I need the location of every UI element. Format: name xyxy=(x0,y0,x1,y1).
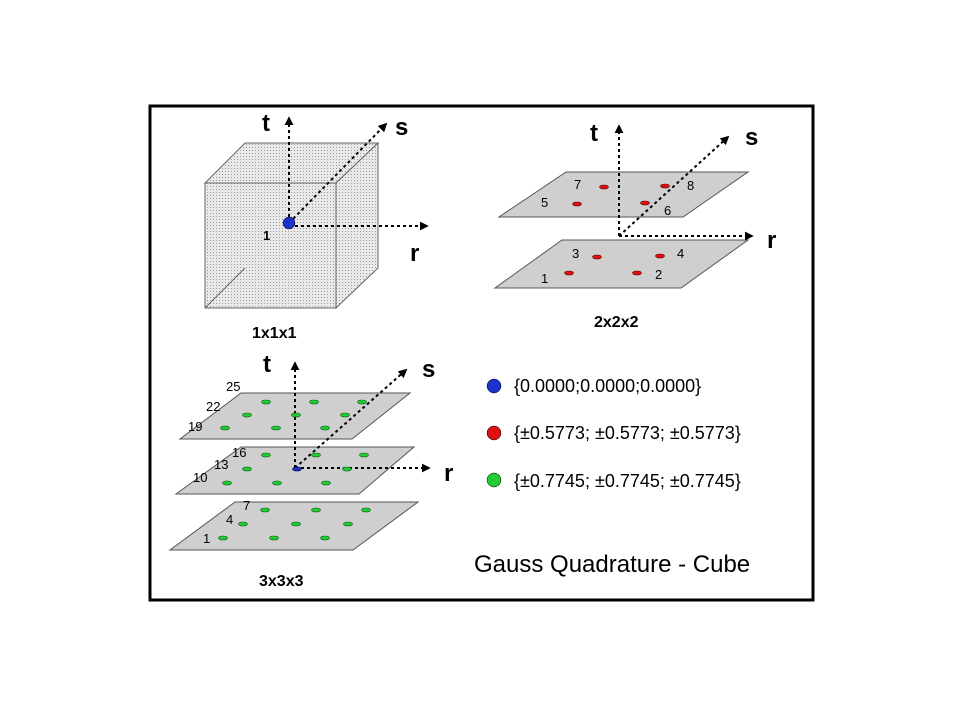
point-label-2: 2 xyxy=(655,267,662,282)
gauss-point xyxy=(272,480,282,486)
point-label-19: 19 xyxy=(188,419,202,434)
s-axis-label: s xyxy=(745,124,758,151)
s-axis-arrow xyxy=(288,122,388,224)
point-label-13: 13 xyxy=(214,457,228,472)
gauss-point xyxy=(222,480,232,486)
r-axis-label: r xyxy=(444,460,453,487)
gauss-point-3 xyxy=(592,254,602,260)
gauss-point-1 xyxy=(564,270,574,276)
gauss-point-2 xyxy=(632,270,642,276)
legend: {0.0000;0.0000;0.0000} {±0.5773; ±0.5773… xyxy=(486,376,741,491)
legend-swatch-red xyxy=(486,425,502,441)
gauss-point-4 xyxy=(655,253,665,259)
gauss-point xyxy=(342,466,352,472)
point-label-8: 8 xyxy=(687,178,694,193)
point-label-3: 3 xyxy=(572,246,579,261)
point-label-1: 1 xyxy=(541,271,548,286)
r-axis-label: r xyxy=(767,227,776,254)
gauss-point xyxy=(261,452,271,458)
point-label-7: 7 xyxy=(243,498,250,513)
panel-caption-1x1x1: 1x1x1 xyxy=(252,325,297,342)
cube-hidden-edge xyxy=(204,267,246,309)
point-label-7: 7 xyxy=(574,177,581,192)
gauss-point xyxy=(220,425,230,431)
point-label-6: 6 xyxy=(664,203,671,218)
gauss-point xyxy=(321,480,331,486)
diagram-title: Gauss Quadrature - Cube xyxy=(474,551,750,578)
panel-1x1x1: t s r 1 1x1x1 xyxy=(203,110,429,342)
gauss-point xyxy=(218,535,228,541)
gauss-point xyxy=(291,412,301,418)
gauss-point-6 xyxy=(640,200,650,206)
gauss-point xyxy=(260,507,270,513)
s-axis-arrow xyxy=(618,135,730,237)
gauss-point-8 xyxy=(660,183,670,189)
gauss-points-green xyxy=(218,399,371,541)
panel-caption-2x2x2: 2x2x2 xyxy=(594,314,639,331)
gauss-point xyxy=(340,412,350,418)
point-label-22: 22 xyxy=(206,399,220,414)
r-axis-label: r xyxy=(410,240,419,267)
panel-3x3x3: 1 4 7 10 13 16 19 22 25 t s r 3x3x3 xyxy=(168,351,453,590)
gauss-point-center xyxy=(292,466,302,472)
gauss-point xyxy=(357,399,367,405)
s-axis-label: s xyxy=(395,114,408,141)
gauss-point-5 xyxy=(572,201,582,207)
point-label-25: 25 xyxy=(226,379,240,394)
plate-upper xyxy=(497,171,750,218)
legend-swatch-blue xyxy=(486,378,502,394)
gauss-point xyxy=(242,466,252,472)
point-label-5: 5 xyxy=(541,195,548,210)
s-axis-label: s xyxy=(422,356,435,383)
gauss-point xyxy=(269,535,279,541)
gauss-point-7 xyxy=(599,184,609,190)
gauss-point-blue xyxy=(282,216,296,230)
s-axis-arrow xyxy=(294,368,408,469)
t-axis-label: t xyxy=(263,351,271,378)
point-label-10: 10 xyxy=(193,470,207,485)
gauss-point xyxy=(361,507,371,513)
gauss-point xyxy=(320,425,330,431)
panel-caption-3x3x3: 3x3x3 xyxy=(259,573,304,590)
gauss-point xyxy=(343,521,353,527)
gauss-point xyxy=(359,452,369,458)
legend-text-two-point: {±0.5773; ±0.5773; ±0.5773} xyxy=(514,423,741,443)
point-label-1: 1 xyxy=(203,531,210,546)
legend-text-one-point: {0.0000;0.0000;0.0000} xyxy=(514,376,701,396)
legend-text-three-point: {±0.7745; ±0.7745; ±0.7745} xyxy=(514,471,741,491)
gauss-point xyxy=(320,535,330,541)
t-axis-label: t xyxy=(590,120,598,147)
t-axis-label: t xyxy=(262,110,270,137)
gauss-point xyxy=(309,399,319,405)
point-label-1: 1 xyxy=(263,228,270,243)
gauss-points-red xyxy=(564,183,670,276)
gauss-point xyxy=(311,507,321,513)
panel-2x2x2: 1 2 3 4 5 6 7 8 t s r 2x2x2 xyxy=(493,120,776,331)
gauss-point xyxy=(238,521,248,527)
point-label-4: 4 xyxy=(677,246,684,261)
point-label-4: 4 xyxy=(226,512,233,527)
point-label-16: 16 xyxy=(232,445,246,460)
gauss-point xyxy=(261,399,271,405)
gauss-point xyxy=(242,412,252,418)
legend-swatch-green xyxy=(486,472,502,488)
gauss-point xyxy=(291,521,301,527)
cube-front-face xyxy=(204,182,337,309)
gauss-point xyxy=(271,425,281,431)
gauss-point xyxy=(311,452,321,458)
